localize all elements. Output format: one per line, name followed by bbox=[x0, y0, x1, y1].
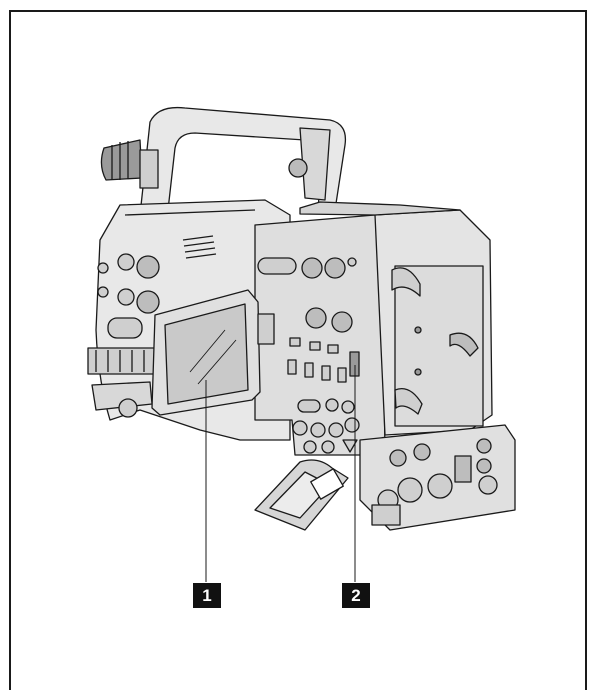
lcd-screen bbox=[164, 303, 249, 405]
viewfinder-eyepiece bbox=[100, 139, 143, 181]
callout-1: 1 bbox=[193, 583, 221, 608]
callout-2: 2 bbox=[342, 583, 370, 608]
speaker-grille bbox=[182, 235, 217, 259]
handle-knob bbox=[288, 158, 308, 178]
figure-frame bbox=[9, 10, 587, 690]
